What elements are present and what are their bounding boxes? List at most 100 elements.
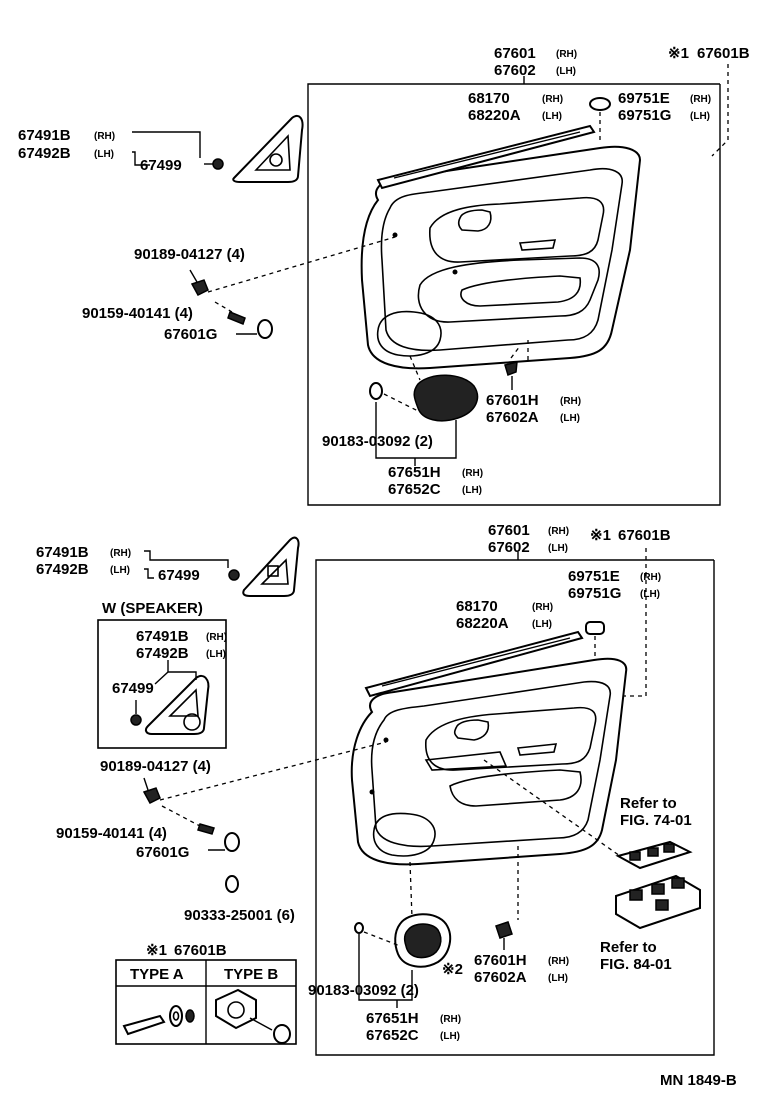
speaker-variant-cover [144, 674, 210, 735]
label-rh: (RH) [640, 572, 661, 583]
label-rh: (RH) [94, 131, 115, 142]
type-b-clip-icon [215, 988, 291, 1044]
label-67602a: 67602A [474, 969, 527, 986]
lower-clip-hole-icon [369, 789, 375, 795]
lower-assembly [97, 536, 715, 1056]
upper-67499-clip-icon [212, 158, 224, 170]
upper-speaker-opening [376, 310, 442, 357]
label-rh: (RH) [532, 602, 553, 613]
label-67601b: 67601B [618, 527, 671, 544]
label-rh: (RH) [542, 94, 563, 105]
label-67499: 67499 [158, 567, 200, 584]
label-lh: (LH) [110, 565, 130, 576]
upper-90189-clip-icon [190, 279, 209, 296]
lower-belt-moulding [364, 630, 584, 698]
upper-armrest-recess [429, 196, 605, 263]
label-67602: 67602 [488, 539, 530, 556]
upper-handle-recess [457, 209, 492, 232]
legend-note-mark: ※1 [146, 942, 167, 959]
lower-69751-cap-icon [585, 621, 605, 635]
label-67499: 67499 [112, 680, 154, 697]
lower-67601g-cap-icon [224, 832, 240, 852]
label-68220a: 68220A [468, 107, 521, 124]
label-67499: 67499 [140, 157, 182, 174]
upper-moulding-line [393, 131, 581, 179]
label-90189-04127: 90189-04127 (4) [134, 246, 245, 263]
label-67651h: 67651H [388, 464, 441, 481]
upper-67601g-cap-icon [257, 319, 273, 339]
lower-tweeter-cover [242, 536, 300, 597]
upper-90159-screw-icon [227, 311, 246, 325]
label-68220a: 68220A [456, 615, 509, 632]
upper-90183-screw-icon [369, 382, 383, 400]
lower-handle-recess [453, 719, 490, 741]
lower-67601h-clip-icon [495, 921, 513, 939]
label-67601: 67601 [494, 45, 536, 62]
label-67491b: 67491B [18, 127, 71, 144]
speaker-variant-title: W (SPEAKER) [102, 600, 203, 617]
label-90183-03092: 90183-03092 (2) [308, 982, 419, 999]
label-67492b: 67492B [18, 145, 71, 162]
label-69751e: 69751E [568, 568, 620, 585]
label-lh: (LH) [690, 111, 710, 122]
lower-speaker-opening [372, 812, 436, 857]
upper-clip-hole-icon [392, 232, 398, 238]
upper-assembly [132, 64, 729, 506]
label-lh: (LH) [532, 619, 552, 630]
label-lh: (LH) [556, 66, 576, 77]
label-lh: (LH) [548, 973, 568, 984]
upper-clip-hole-icon [452, 269, 458, 275]
note-mark-2: ※2 [442, 961, 463, 978]
lower-90333-clip-icon [225, 875, 239, 893]
lower-90183-screw-icon [354, 922, 364, 934]
label-67601: 67601 [488, 522, 530, 539]
upper-leader-67491b [132, 131, 201, 158]
type-legend [115, 959, 297, 1045]
label-69751e: 69751E [618, 90, 670, 107]
note-mark-1: ※1 [668, 45, 689, 62]
lower-map-pocket [449, 769, 582, 807]
upper-69751-cap-icon [589, 97, 611, 111]
lower-panel-outline [350, 657, 628, 866]
label-67491b: 67491B [136, 628, 189, 645]
upper-leader-67601b [711, 64, 729, 157]
label-67602a: 67602A [486, 409, 539, 426]
label-67601g: 67601G [164, 326, 217, 343]
label-rh: (RH) [690, 94, 711, 105]
refer-text: Refer to [600, 939, 657, 956]
label-67491b: 67491B [36, 544, 89, 561]
label-68170: 68170 [468, 90, 510, 107]
label-rh: (RH) [548, 956, 569, 967]
upper-tweeter-cover [232, 114, 304, 183]
upper-frame [307, 83, 721, 506]
upper-panel-inner [380, 168, 623, 352]
label-67602: 67602 [494, 62, 536, 79]
label-lh: (LH) [640, 589, 660, 600]
lower-power-window-switch [615, 874, 701, 930]
legend-title: 67601B [174, 942, 227, 959]
note-mark-1: ※1 [590, 527, 611, 544]
label-lh: (LH) [94, 149, 114, 160]
label-rh: (RH) [556, 49, 577, 60]
label-rh: (RH) [206, 632, 227, 643]
upper-speaker-grille-icon [413, 374, 479, 422]
label-rh: (RH) [548, 526, 569, 537]
label-67652c: 67652C [366, 1027, 419, 1044]
label-68170: 68170 [456, 598, 498, 615]
diagram-code: MN 1849-B [660, 1072, 737, 1089]
speaker-variant-box [97, 619, 227, 749]
upper-door-trim-panel [360, 124, 642, 370]
lower-labels: 67491B (RH) 67492B (LH) 67499 67601 (RH)… [36, 522, 737, 1089]
label-lh: (LH) [440, 1031, 460, 1042]
label-69751g: 69751G [568, 585, 621, 602]
upper-switch-slot [518, 239, 557, 251]
lower-switch-bezel [615, 840, 693, 870]
legend-type-a: TYPE A [130, 966, 184, 983]
speaker-67499-clip-icon [130, 714, 142, 726]
label-67601h: 67601H [474, 952, 527, 969]
label-lh: (LH) [542, 111, 562, 122]
lower-panel-inner [370, 680, 612, 848]
lower-switch-panel [424, 751, 508, 771]
refer-text: Refer to [620, 795, 677, 812]
